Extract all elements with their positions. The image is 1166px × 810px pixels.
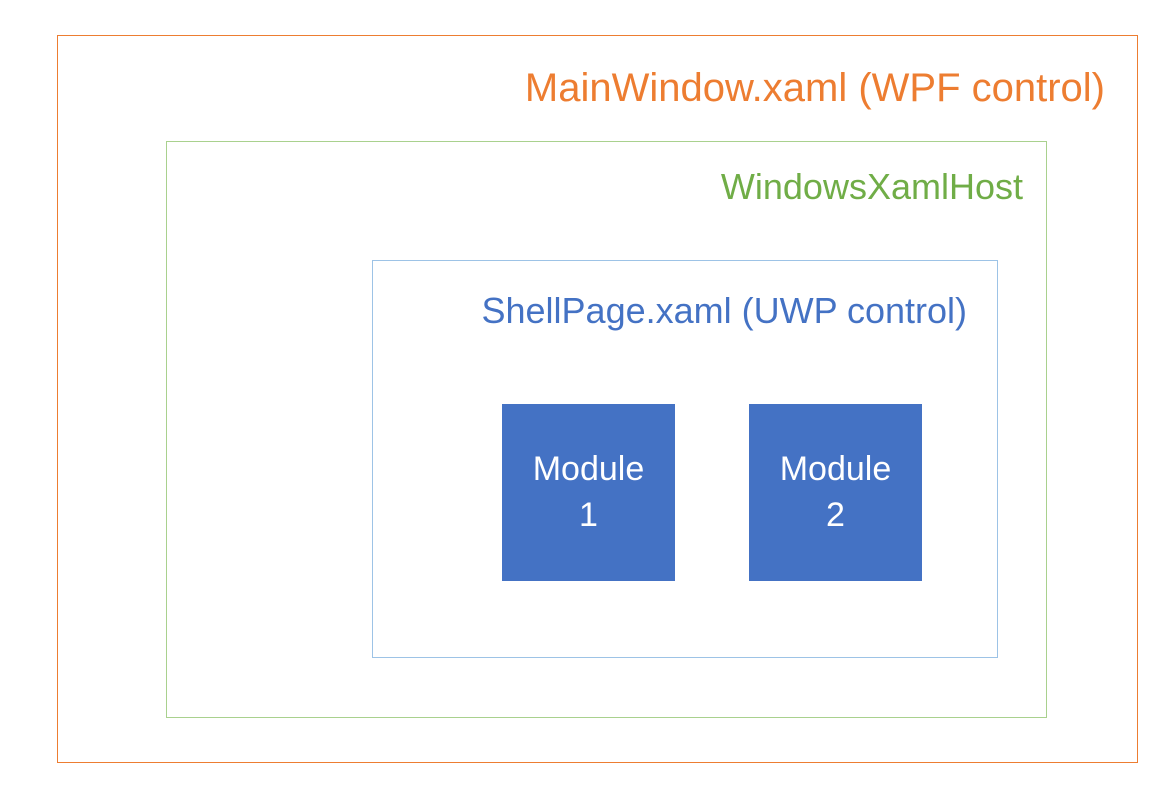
module-box-2-label-line2: 2 [826,495,845,534]
layer-windowsxamlhost-label: WindowsXamlHost [720,166,1023,207]
module-box-2: Module 2 [749,404,922,581]
module-box-1-label-line2: 1 [579,495,598,534]
layer-mainwindow: MainWindow.xaml (WPF control) [57,35,1138,763]
module-box-1-label-line1: Module [532,449,645,488]
layer-windowsxamlhost: WindowsXamlHost [166,141,1047,718]
layer-shellpage-label: ShellPage.xaml (UWP control) [481,290,967,331]
layer-mainwindow-label: MainWindow.xaml (WPF control) [524,66,1105,110]
module-box-1: Module 1 [502,404,675,581]
module-box-2-label-line1: Module [779,449,892,488]
layer-shellpage: ShellPage.xaml (UWP control) [372,260,998,658]
